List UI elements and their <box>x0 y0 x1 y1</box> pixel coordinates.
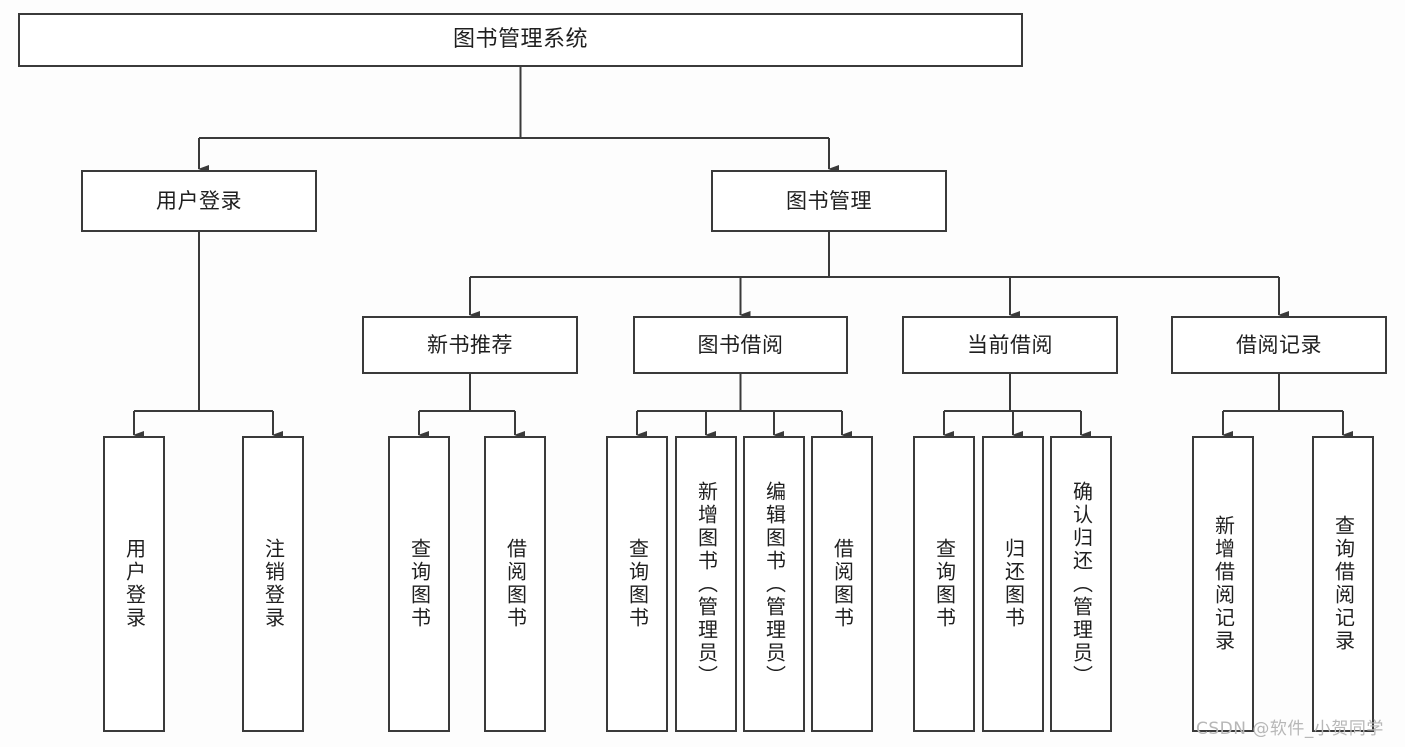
node-label: 查询图书 <box>932 538 957 630</box>
node-l4e2[interactable]: 查询借阅记录 <box>1312 436 1374 732</box>
node-label: 借阅图书 <box>503 538 528 630</box>
node-label: 借阅图书 <box>830 538 855 630</box>
node-l4b1[interactable]: 查询图书 <box>388 436 450 732</box>
node-l4c1[interactable]: 查询图书 <box>606 436 668 732</box>
node-l3d[interactable]: 借阅记录 <box>1171 316 1387 374</box>
node-l2b[interactable]: 图书管理 <box>711 170 947 232</box>
edge-group <box>132 67 1353 439</box>
node-label: 借阅记录 <box>1236 332 1322 357</box>
node-l4d3[interactable]: 确认归还（管理员） <box>1050 436 1112 732</box>
node-l4b2[interactable]: 借阅图书 <box>484 436 546 732</box>
node-label: 查询借阅记录 <box>1331 515 1356 653</box>
node-l4d2[interactable]: 归还图书 <box>982 436 1044 732</box>
node-label: 新书推荐 <box>427 332 513 357</box>
node-label: 注销登录 <box>261 538 286 630</box>
node-l2a[interactable]: 用户登录 <box>81 170 317 232</box>
node-l4a1[interactable]: 用户登录 <box>103 436 165 732</box>
node-l3b[interactable]: 图书借阅 <box>633 316 848 374</box>
node-l4e1[interactable]: 新增借阅记录 <box>1192 436 1254 732</box>
node-label: 新增图书（管理员） <box>694 480 719 688</box>
node-label: 查询图书 <box>407 538 432 630</box>
node-label: 新增借阅记录 <box>1211 515 1236 653</box>
node-label: 归还图书 <box>1001 538 1026 630</box>
node-label: 用户登录 <box>156 188 242 213</box>
node-l3a[interactable]: 新书推荐 <box>362 316 578 374</box>
node-l4c4[interactable]: 借阅图书 <box>811 436 873 732</box>
node-label: 查询图书 <box>625 538 650 630</box>
node-label: 用户登录 <box>122 538 147 630</box>
node-label: 图书管理 <box>786 188 872 213</box>
node-label: 图书借阅 <box>697 332 784 357</box>
node-l3c[interactable]: 当前借阅 <box>902 316 1118 374</box>
node-label: 编辑图书（管理员） <box>762 480 787 688</box>
node-l4d1[interactable]: 查询图书 <box>913 436 975 732</box>
node-l4c3[interactable]: 编辑图书（管理员） <box>743 436 805 732</box>
node-label: 确认归还（管理员） <box>1069 480 1094 688</box>
watermark-csdn: CSDN @软件_小贺同学 <box>1196 719 1384 739</box>
node-label: 图书管理系统 <box>452 27 588 53</box>
node-label: 当前借阅 <box>967 332 1053 357</box>
node-l4a2[interactable]: 注销登录 <box>242 436 304 732</box>
node-root[interactable]: 图书管理系统 <box>18 13 1023 67</box>
node-l4c2[interactable]: 新增图书（管理员） <box>675 436 737 732</box>
